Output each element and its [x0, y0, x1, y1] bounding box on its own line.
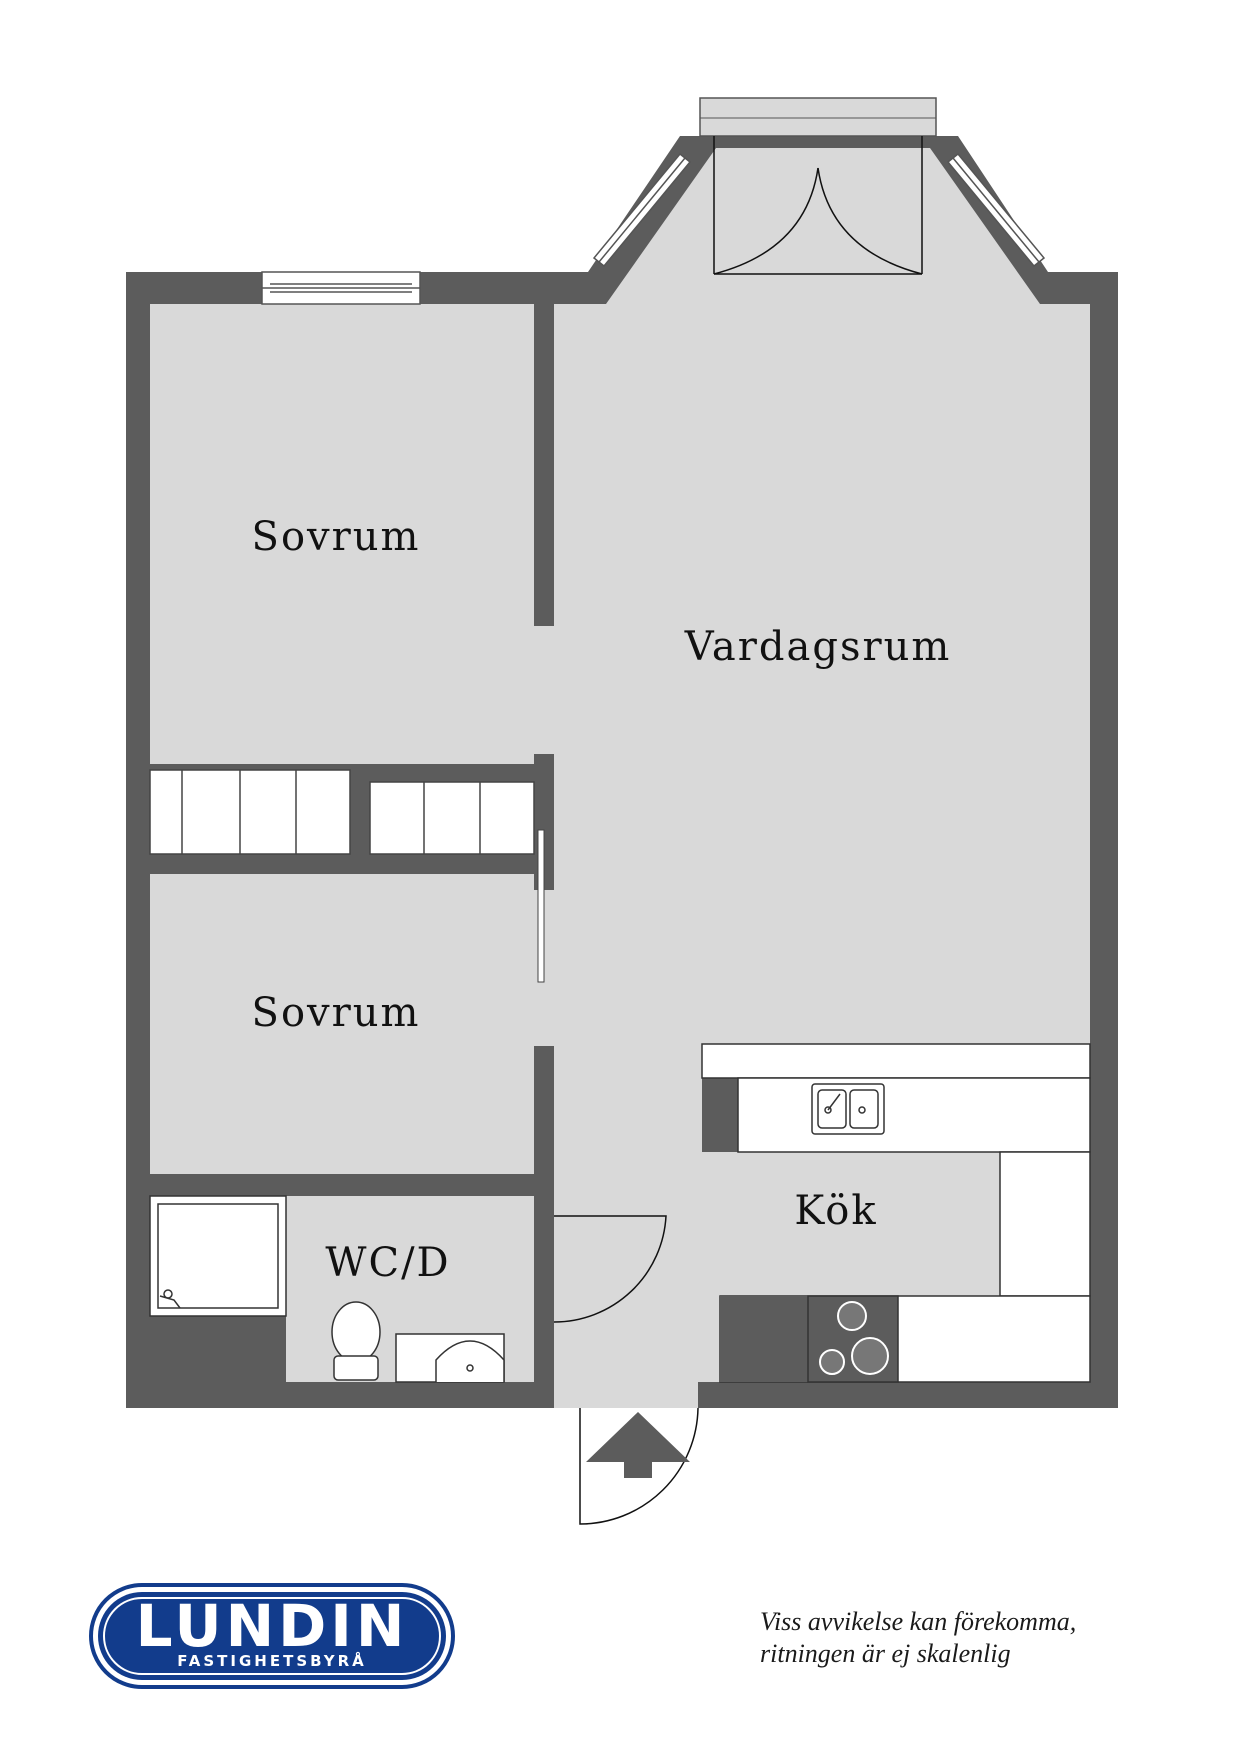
- floor-bedroom-top: [150, 304, 534, 764]
- balcony-door: [713, 136, 923, 275]
- bathroom-door: [553, 1215, 667, 1323]
- entrance-arrow-icon: [586, 1412, 690, 1478]
- kitchen-sink-icon: [811, 1083, 885, 1135]
- balcony: [699, 97, 937, 137]
- sliding-door: [537, 829, 545, 983]
- stove-icon: [807, 1295, 899, 1383]
- kitchen-cabinet-dark: [720, 1296, 808, 1382]
- windows: [261, 152, 1046, 305]
- washbasin-icon: [395, 1333, 505, 1383]
- disclaimer-line-1: Viss avvikelse kan förekomma,: [760, 1607, 1077, 1636]
- lundin-logo: LUNDIN FASTIGHETSBYRÅ: [89, 1583, 455, 1689]
- label-bathroom: WC/D: [325, 1240, 450, 1286]
- floor-living-room: [554, 148, 1090, 1392]
- floor-entry: [554, 1380, 698, 1408]
- interior-walls: [150, 304, 554, 1392]
- label-living-room: Vardagsrum: [684, 624, 952, 670]
- shower-icon: [149, 1195, 287, 1317]
- logo-subtitle: FASTIGHETSBYRÅ: [177, 1651, 367, 1670]
- logo-name: LUNDIN: [136, 1592, 409, 1660]
- wardrobes: [149, 769, 535, 855]
- toilet-icon: [331, 1301, 381, 1381]
- floor-bedroom-bottom: [150, 874, 534, 1174]
- label-bedroom-top: Sovrum: [252, 514, 421, 560]
- label-bedroom-bottom: Sovrum: [252, 990, 421, 1036]
- disclaimer-line-2: ritningen är ej skalenlig: [760, 1639, 1011, 1668]
- label-kitchen: Kök: [794, 1188, 877, 1234]
- disclaimer: Viss avvikelse kan förekomma, ritningen …: [760, 1606, 1076, 1670]
